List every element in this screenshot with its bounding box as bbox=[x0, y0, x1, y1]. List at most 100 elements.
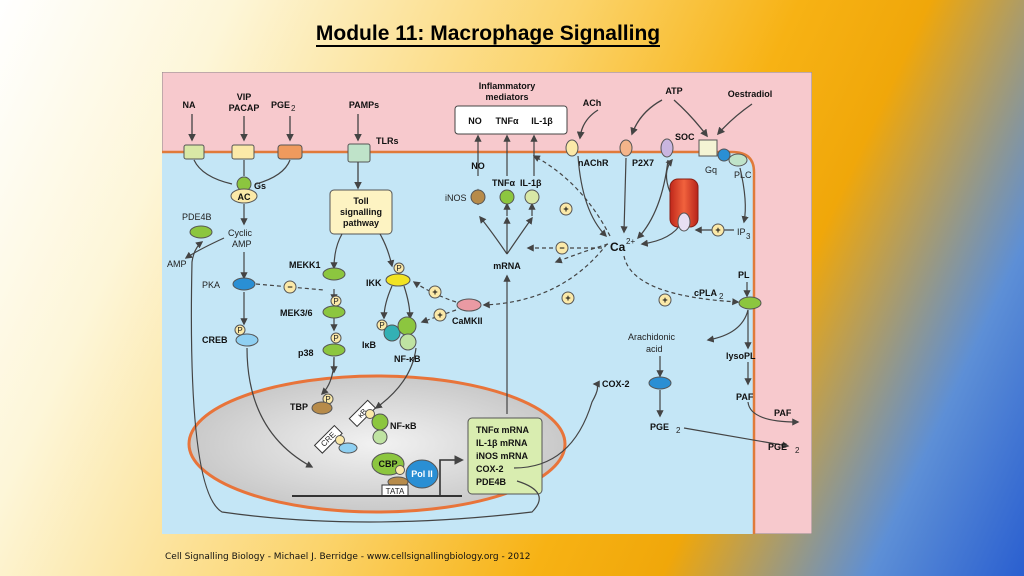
soc-store-link bbox=[665, 158, 673, 193]
inos-enzyme bbox=[470, 189, 486, 205]
mrna-box-line-2: IL-1β mRNA bbox=[476, 438, 528, 448]
ip3-receptor bbox=[677, 212, 691, 232]
paf-label: PAF bbox=[736, 392, 754, 402]
plc-enzyme bbox=[728, 153, 748, 167]
plasma-membrane bbox=[162, 150, 756, 534]
nuc-creb-phospho bbox=[335, 435, 345, 445]
mrna-label: mRNA bbox=[493, 261, 521, 271]
pge2-out-sub: 2 bbox=[795, 446, 800, 455]
mek36-phospho-p: P bbox=[333, 297, 338, 306]
cox2-enzyme bbox=[648, 376, 672, 390]
arachidonic-label-2: acid bbox=[646, 344, 663, 354]
pge2-cyt-label: PGE bbox=[650, 422, 669, 432]
ca-mrna-minus bbox=[555, 241, 569, 255]
nfkb-to-nucleus bbox=[374, 347, 417, 409]
creb-protein bbox=[235, 333, 259, 347]
nfkb-label: NF-κB bbox=[394, 354, 421, 364]
nuc-creb bbox=[338, 442, 358, 454]
cox2-label: COX-2 bbox=[602, 379, 630, 389]
inflammatory-box bbox=[454, 105, 568, 135]
pka-minus-sign: − bbox=[287, 282, 292, 292]
nuc-nfkb-phospho bbox=[365, 409, 375, 419]
oestradiol-receptor bbox=[698, 139, 718, 157]
mekk1-enzyme bbox=[322, 267, 346, 281]
adenylyl-cyclase bbox=[230, 188, 258, 204]
slide-title-text: Module 11: Macrophage Signalling bbox=[315, 22, 661, 47]
polii-enzyme bbox=[405, 459, 439, 489]
inflammatory-tnf: TNFα bbox=[495, 116, 518, 126]
inflammatory-no: NO bbox=[468, 116, 482, 126]
soc-label: SOC bbox=[675, 132, 695, 142]
inflammatory-title-2: mediators bbox=[485, 92, 528, 102]
ikk-enzyme bbox=[385, 273, 411, 287]
nuc-nfkb-label: NF-κB bbox=[390, 421, 417, 431]
ca-inflam-plus-sign: + bbox=[563, 204, 568, 214]
pge2-cyt-sub: 2 bbox=[676, 426, 681, 435]
soc-channel bbox=[660, 138, 674, 158]
ip3-sub: 3 bbox=[746, 232, 751, 241]
pka-minus-badge bbox=[283, 280, 297, 294]
nachr-channel bbox=[565, 139, 579, 157]
nfkb-protein-green bbox=[397, 316, 417, 336]
ikk-phospho-p: P bbox=[396, 264, 401, 273]
na-receptor bbox=[183, 144, 205, 160]
camkii-ikk-plus-sign: + bbox=[432, 287, 437, 297]
ca-cpla2-plus bbox=[658, 293, 672, 307]
nfkb-protein-light bbox=[399, 333, 417, 351]
p38-phospho-p: P bbox=[333, 334, 338, 343]
ca-cpla2-link bbox=[623, 255, 740, 306]
cpla2-enzyme bbox=[738, 296, 762, 310]
p2x7-channel bbox=[619, 139, 633, 157]
arachidonic-label-1: Arachidonic bbox=[628, 332, 676, 342]
transcription-arrow bbox=[439, 455, 464, 496]
cyt-tnf-label: TNFα bbox=[492, 178, 515, 188]
atp-label: ATP bbox=[665, 86, 682, 96]
ac-label: AC bbox=[238, 192, 251, 202]
pge2-export-arrow bbox=[683, 427, 790, 449]
ikb-phospho bbox=[376, 319, 388, 331]
tbp-protein bbox=[311, 401, 333, 415]
camkii-nfkb-plus-sign: + bbox=[437, 310, 442, 320]
cre-element bbox=[313, 424, 343, 454]
ca-camkii-plus bbox=[561, 291, 575, 305]
cbp-label: CBP bbox=[378, 459, 397, 469]
ca-label: Ca bbox=[610, 240, 626, 254]
mekk1-label: MEKK1 bbox=[289, 260, 321, 270]
ip3-plus-sign: + bbox=[715, 225, 720, 235]
p38-label: p38 bbox=[298, 348, 314, 358]
pl-label: PL bbox=[738, 270, 750, 280]
il1-protein bbox=[524, 189, 540, 205]
creb-to-nucleus bbox=[246, 347, 314, 468]
mrna-products-box bbox=[467, 417, 543, 495]
mrna-box-line-1: TNFα mRNA bbox=[476, 425, 530, 435]
p38-to-tbp bbox=[320, 357, 335, 396]
pka-inhibit-line bbox=[255, 283, 325, 291]
ca-mrna-minus-sign: − bbox=[559, 243, 564, 253]
gs-label: Gs bbox=[254, 181, 266, 191]
tnf-protein bbox=[499, 189, 515, 205]
toll-label-3: pathway bbox=[343, 218, 379, 228]
pge2-receptor bbox=[277, 144, 303, 160]
mrna-box-line-3: iNOS mRNA bbox=[476, 451, 529, 461]
cox2-mrna-out bbox=[513, 380, 600, 469]
creb-label: CREB bbox=[202, 335, 228, 345]
plc-label: PLC bbox=[734, 170, 752, 180]
cpla2-label: cPLA bbox=[694, 288, 718, 298]
camkii-ikk-plus bbox=[428, 285, 442, 299]
ikb-phospho-p: P bbox=[379, 321, 384, 330]
pka-label: PKA bbox=[202, 280, 220, 290]
p38-enzyme bbox=[322, 343, 346, 357]
tata-label: TATA bbox=[386, 487, 405, 496]
pka-enzyme bbox=[232, 277, 256, 291]
camkii-nfkb-plus bbox=[433, 308, 447, 322]
nachr-label: nAChR bbox=[578, 158, 609, 168]
oestradiol-label: Oestradiol bbox=[728, 89, 773, 99]
vip-receptor bbox=[231, 144, 255, 160]
mrna-box-line-5: PDE4B bbox=[476, 477, 507, 487]
pge2-ligand-label: PGE bbox=[271, 100, 290, 110]
cyt-inos-label: iNOS bbox=[445, 193, 467, 203]
polii-label: Pol II bbox=[411, 469, 433, 479]
ip3-label: IP bbox=[737, 227, 746, 237]
ach-label: ACh bbox=[583, 98, 602, 108]
creb-phospho-p: P bbox=[237, 326, 242, 335]
